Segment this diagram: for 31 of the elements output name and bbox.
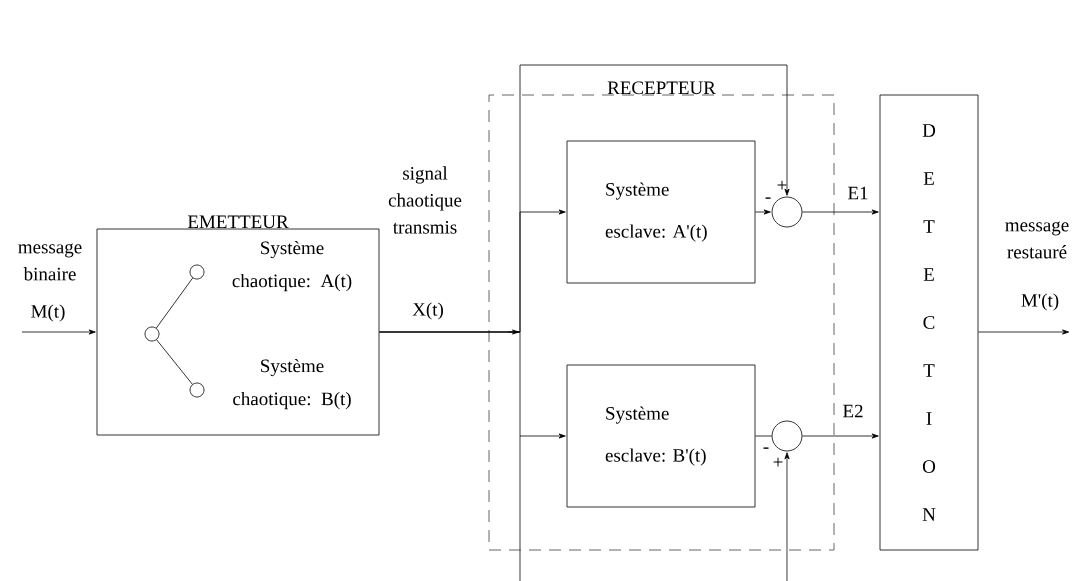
annotation-text: message binaire — [18, 243, 82, 281]
arrow — [755, 209, 771, 215]
node-label: RECEPTEUR — [607, 81, 716, 95]
sign: - — [765, 197, 771, 199]
system-box: Système esclave: A'(t) — [566, 140, 756, 284]
switch-contact — [189, 264, 205, 280]
sign: - — [763, 447, 769, 449]
node-label: EMETTEUR — [187, 215, 289, 229]
switch-contact — [144, 326, 160, 342]
switch-contact — [189, 382, 205, 398]
signal-label: E1 — [846, 185, 870, 201]
sign: + — [777, 180, 787, 190]
summing-junction — [771, 420, 803, 452]
signal-label: M'(t) — [1019, 292, 1061, 312]
arrow — [802, 433, 879, 439]
arrow — [784, 452, 790, 581]
annotation-text: signal chaotique transmis — [388, 166, 462, 234]
annotation-text: message restauré — [1005, 221, 1069, 259]
summing-junction — [771, 196, 803, 228]
detection-box: D E T E C T I O N — [879, 94, 979, 551]
annotation-text: Système chaotique: B(t) — [233, 358, 351, 410]
system-box: Système esclave: B'(t) — [566, 364, 756, 508]
signal-label: X(t) — [411, 301, 445, 321]
arrow — [379, 64, 790, 333]
signal-label: M(t) — [29, 303, 67, 323]
arrow — [802, 209, 879, 215]
sign: + — [773, 457, 783, 467]
annotation-text: Système chaotique: A(t) — [232, 240, 352, 292]
signal-label: E2 — [841, 403, 865, 419]
arrow — [21, 329, 96, 335]
arrow — [978, 329, 1070, 335]
